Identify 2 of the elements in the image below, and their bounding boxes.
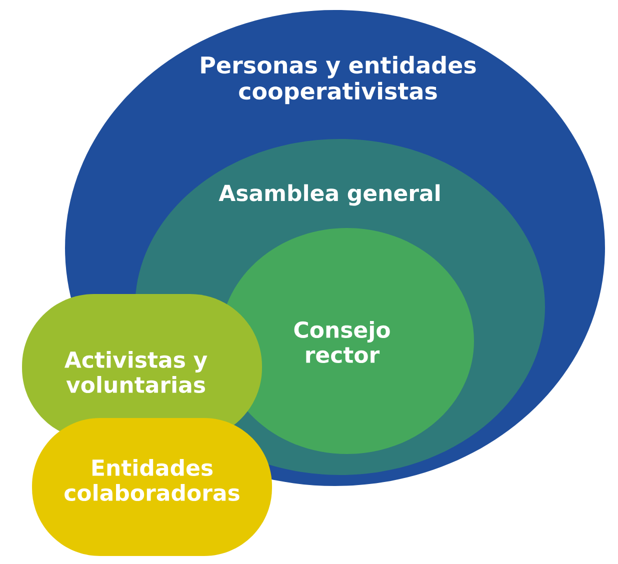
ellipse-region: Consejo rector — [220, 228, 474, 454]
rounded-region: Entidades colaboradoras — [32, 418, 272, 556]
